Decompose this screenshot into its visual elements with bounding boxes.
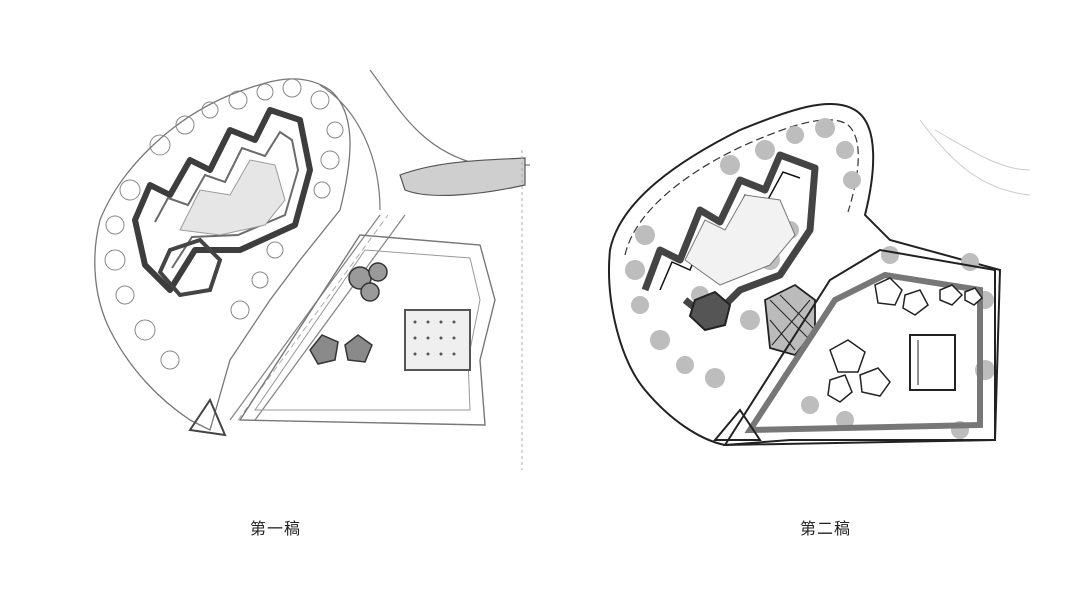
east-block-outline	[723, 248, 996, 447]
caption-second-draft: 第二稿	[800, 519, 852, 538]
dotted-plaza	[404, 309, 471, 371]
pavilion-cluster-north	[348, 262, 388, 302]
central-lawn-area	[179, 159, 286, 236]
main-zigzag-walkway	[641, 151, 819, 324]
pavilion-cell-cluster-south	[827, 339, 891, 403]
caption-first-draft: 第一稿	[250, 519, 302, 538]
first-draft-plan-drawing	[94, 69, 530, 470]
site-boundary-outline	[94, 78, 351, 431]
diagonal-road	[229, 214, 406, 421]
hexagon-plaza	[157, 237, 223, 298]
triangle-entrance	[188, 397, 227, 437]
tree-canopy-circles	[104, 78, 344, 370]
hatched-wedge	[399, 157, 526, 197]
first-draft-sketch	[60, 0, 540, 500]
pavilion-cell-cluster-north	[874, 277, 984, 316]
pavilion-cluster-south	[309, 334, 373, 365]
dark-hexagon-plaza	[688, 290, 732, 332]
triangle-entrance	[712, 408, 762, 441]
site-boundary-outline	[608, 102, 1002, 447]
second-draft-drawing	[590, 0, 1040, 500]
central-lawn-area	[684, 194, 796, 286]
rectangular-court	[909, 334, 956, 391]
curved-road-top	[319, 84, 381, 211]
second-draft-plan-drawing	[608, 102, 1031, 447]
east-block-outline	[238, 234, 496, 426]
faint-sketch-lines	[919, 119, 1031, 196]
main-zigzag-walkway	[132, 107, 313, 293]
plaza-dot-grid	[413, 320, 456, 356]
